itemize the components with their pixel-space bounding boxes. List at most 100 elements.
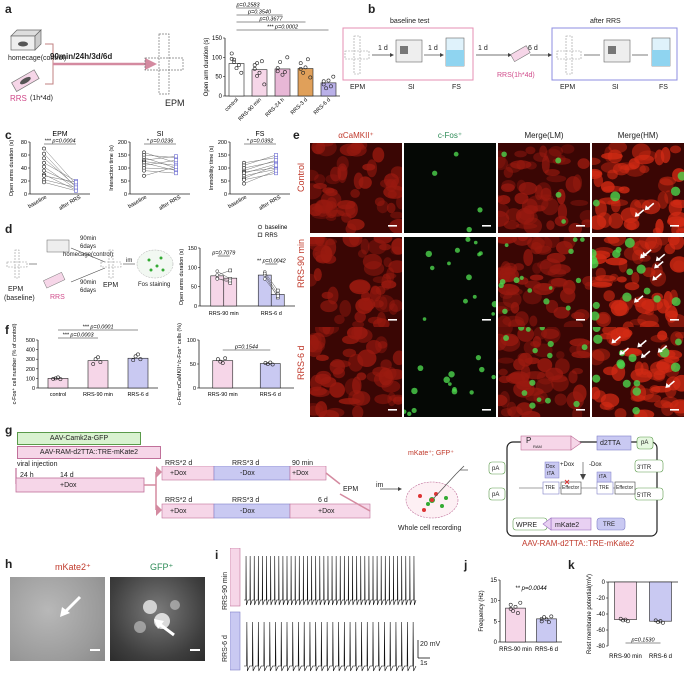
y-tick-label: 15 [490,578,497,584]
legend-label-rrs: RRS [265,233,278,239]
h-label-gfp: GFP⁺ [150,562,174,572]
data-point [234,66,239,71]
d-epm: EPM [103,282,119,289]
y-tick-label: 0 [24,192,27,198]
d-epm-base2: (baseline) [4,295,35,302]
d-rrs: RRS [50,294,65,301]
pair-line [43,179,77,188]
data-point [298,61,303,66]
x-tick-label: baseline [227,195,248,210]
p-value: * p=0.0236 [147,139,175,145]
p-value: p=0.7079 [211,251,235,257]
d-6days: 6days [80,244,97,250]
construct-diagram [488,435,664,537]
y-tick-label: 80 [21,140,27,146]
y-tick-label: 40 [21,166,27,172]
y-tick-label: -20 [596,596,605,602]
y-tick-label: -40 [596,612,605,618]
data-point [142,173,146,178]
c-5itr: 5'ITR [637,493,652,499]
voltage-trace [244,555,417,606]
g-r1-1: RRS*3 d [232,460,260,467]
b-rrs: RRS(1h*4d) [497,72,535,79]
y-axis-label: Interaction time (s) [109,145,115,191]
x-tick-label: after RRS [58,194,82,211]
data-point [262,82,267,87]
p-value: ** p=0.0042 [257,259,286,265]
c-tre: TRE [603,522,615,528]
y-tick-label: 0 [32,386,35,392]
b-1d-a: 1 d [378,45,388,52]
d-im: im [126,258,133,264]
g-r1-0: RRS*2 d [165,460,193,467]
data-point [136,352,140,357]
data-point [174,164,178,169]
data-point [626,619,630,624]
data-point [516,611,520,615]
data-point [321,82,326,87]
y-tick-label: 20 [21,179,27,185]
pair-line [143,159,177,166]
y-tick-label: 0 [219,94,223,100]
data-point [138,357,143,362]
y-tick-label: 5 [494,619,498,625]
g-r2b-1: -Dox [240,508,255,515]
c-pa2: pA [492,466,500,472]
data-point [239,70,244,75]
g-mkate: mKate⁺; GFP⁺ [408,450,454,457]
traces [230,548,430,672]
panel-label-d: d [5,222,13,236]
bar [320,82,337,97]
data-point [257,70,262,75]
data-point [268,360,273,365]
g-r2-1: RRS*3 d [232,497,260,504]
pair-line [43,162,77,182]
g-dox: +Dox [60,482,77,489]
data-point [283,70,287,74]
data-point [93,357,98,362]
data-point [42,146,46,151]
y-tick-label: 0 [602,580,606,586]
c-effector1: Effector [562,485,580,491]
i-row-90: RRS-90 min [222,571,229,610]
pair-line [143,166,177,177]
y-tick-label: 200 [118,140,127,146]
c-3itr: 3'ITR [637,465,652,471]
data-point [513,604,518,609]
data-point [42,180,46,185]
g-epm: EPM [343,486,359,493]
panel-label-c: c [5,128,12,142]
y-tick-label: 50 [121,179,127,185]
data-point [275,69,280,74]
micro-image [592,237,684,327]
data-point [274,168,278,173]
header-merge-lm: Merge(LM) [524,131,564,140]
h-label-mkate: mKate2⁺ [55,562,91,572]
g-im: im [376,482,384,489]
x-tick-label: after RRS [158,194,182,211]
x-tick-label: RRS-6 d [649,654,672,660]
x-tick-label: baseline [127,195,148,210]
p-value: *** p=0.0003 [62,333,94,339]
micro-image [498,143,590,233]
data-point [661,620,665,625]
y-tick-label: 0 [194,304,197,310]
p-value: p=0.3677 [258,17,283,23]
scale-voltage: 20 mV [420,641,441,648]
x-tick-label: control [50,392,67,398]
y-axis-label: c-Fos⁺ cell number (% of control) [11,323,18,404]
micro-image [404,237,496,327]
c-dox: Dox [546,464,555,470]
g-wcr: Whole cell recording [398,525,462,532]
pair-line [264,271,278,291]
micro-image [310,143,402,233]
p-value: p=0.1530 [630,638,655,644]
data-point [220,361,225,365]
data-point [174,158,178,163]
data-point [508,602,513,607]
data-point [274,153,278,157]
d-epm-base: EPM [8,286,24,293]
data-point [74,185,78,190]
